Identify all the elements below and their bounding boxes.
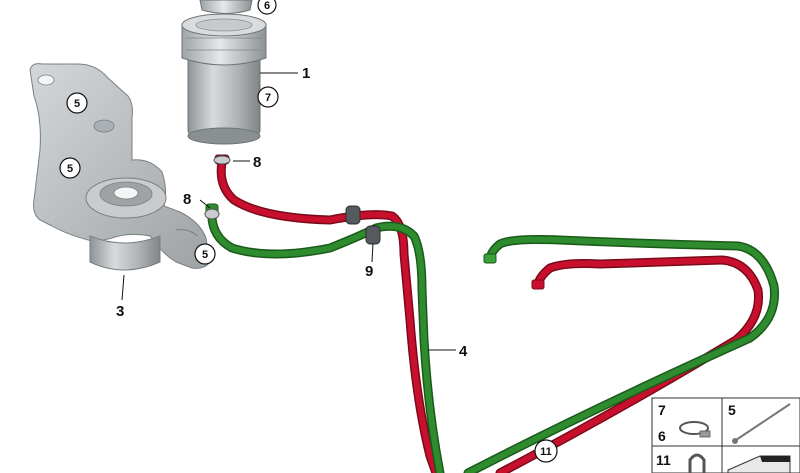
- label-grommet: 9: [365, 263, 373, 280]
- grommets: [345, 205, 381, 245]
- legend-clip: 11: [656, 452, 671, 468]
- label-clamp-left: 8: [183, 191, 191, 208]
- legend-tie: 5: [728, 402, 736, 418]
- small-parts-legend: 7 6 5 11: [651, 397, 800, 473]
- brake-fluid-reservoir: [181, 13, 267, 145]
- hose-clip-icon: [688, 453, 706, 473]
- circled-hose-bottom: 11: [540, 446, 552, 458]
- reservoir-bracket: [29, 63, 211, 271]
- reservoir-upper-part: [199, 0, 253, 14]
- hose-clamp-top: [213, 155, 231, 165]
- leader-lines: [121, 72, 456, 351]
- cable-tie-icon: [732, 403, 791, 444]
- label-clamp-top: 8: [253, 154, 261, 171]
- circled-bracket-side: 5: [202, 249, 208, 261]
- hose-assembly: [207, 157, 779, 473]
- legend-clamp-bottom: 6: [658, 428, 666, 444]
- label-bracket: 3: [116, 303, 124, 320]
- hose-clamp-left: [204, 208, 220, 220]
- legend-clamp-top: 7: [658, 402, 666, 418]
- circled-callouts: 6 7 5 5 5 11: [59, 0, 558, 463]
- circled-cap: 6: [264, 0, 270, 12]
- label-hose: 4: [459, 343, 468, 360]
- circled-bracket-mid: 5: [67, 163, 73, 175]
- circled-bracket-top: 5: [74, 98, 80, 110]
- hose-clamp-icon: [679, 421, 711, 438]
- foam-pad-icon: [727, 455, 791, 473]
- hose-fittings: [205, 154, 545, 290]
- circled-body: 7: [265, 92, 271, 104]
- label-reservoir: 1: [302, 65, 310, 82]
